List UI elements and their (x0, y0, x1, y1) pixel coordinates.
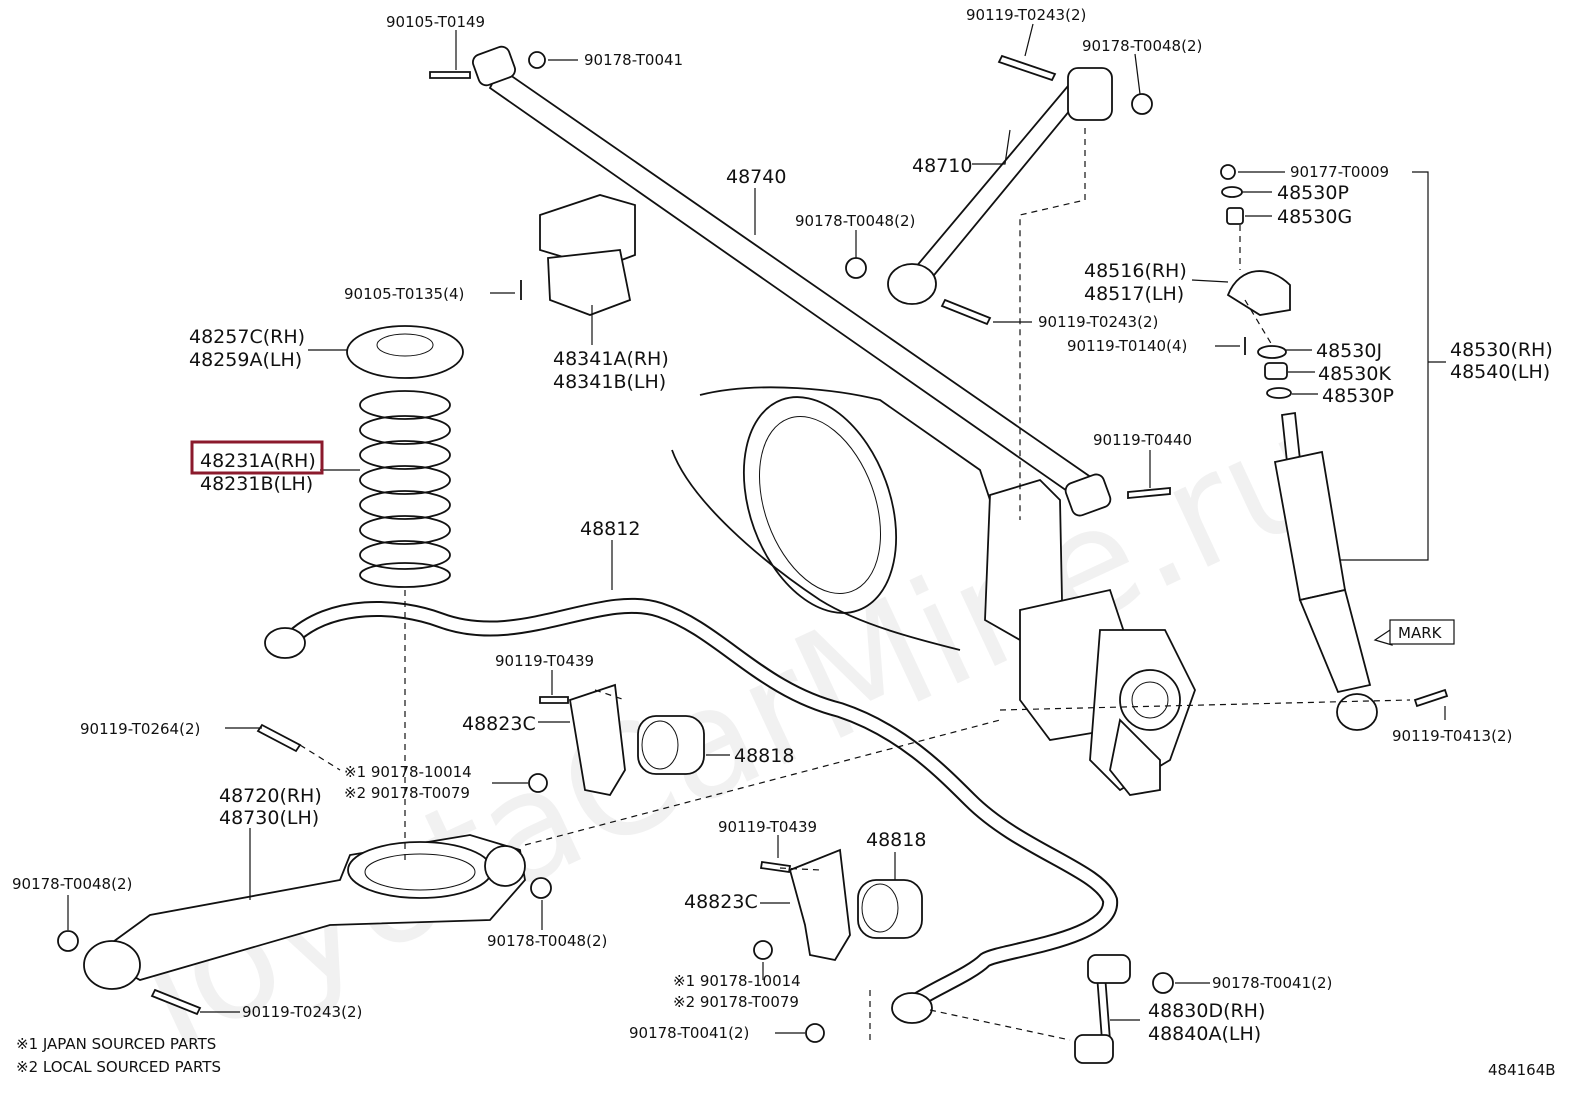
stabilizer-bushings (568, 683, 923, 962)
label-48259A-LH[interactable]: 48259A(LH) (189, 349, 302, 371)
label-48516-RH[interactable]: 48516(RH) (1084, 260, 1187, 282)
label-90119-T0264[interactable]: 90119-T0264(2) (80, 720, 200, 738)
label-48720-RH[interactable]: 48720(RH) (219, 785, 322, 807)
label-90178-T0048-top[interactable]: 90178-T0048(2) (1082, 37, 1202, 55)
label-48818-bot[interactable]: 48818 (866, 829, 926, 851)
label-90119-T0243-mid[interactable]: 90119-T0243(2) (1038, 313, 1158, 331)
label-90178-T0048-mid[interactable]: 90178-T0048(2) (795, 212, 915, 230)
label-48517-LH[interactable]: 48517(LH) (1084, 283, 1184, 305)
label-48530K[interactable]: 48530K (1318, 363, 1391, 385)
label-48530G[interactable]: 48530G (1277, 206, 1352, 228)
label-48530P-top[interactable]: 48530P (1277, 182, 1349, 204)
label-90178-T0041[interactable]: 90178-T0041 (584, 51, 683, 69)
spring-seat-48257C (346, 325, 464, 379)
arm-48710 (887, 67, 1113, 305)
label-48818-top[interactable]: 48818 (734, 745, 794, 767)
label-48530P-bot[interactable]: 48530P (1322, 385, 1394, 407)
label-90178-T0048-bot[interactable]: 90178-T0048(2) (487, 932, 607, 950)
label-48530-RH[interactable]: 48530(RH) (1450, 339, 1553, 361)
label-48823C-top[interactable]: 48823C (462, 713, 536, 735)
label-48730-LH[interactable]: 48730(LH) (219, 807, 319, 829)
label-90178-T0041-bot[interactable]: 90178-T0041(2) (629, 1024, 749, 1042)
bolts (150, 54, 1449, 1016)
label-48830D-RH[interactable]: 48830D(RH) (1148, 1000, 1265, 1022)
label-48823C-bot[interactable]: 48823C (684, 891, 758, 913)
mark-box (1389, 619, 1455, 645)
label-90177-T0009[interactable]: 90177-T0009 (1290, 163, 1389, 181)
nuts (57, 51, 1236, 1043)
label-48540-LH[interactable]: 48540(LH) (1450, 361, 1550, 383)
label-ref2-90178-T0079-bot[interactable]: ※2 90178-T0079 (673, 993, 799, 1011)
label-90178-T0048-left[interactable]: 90178-T0048(2) (12, 875, 132, 893)
label-48231B-LH[interactable]: 48231B(LH) (200, 473, 313, 495)
label-90119-T0243-top[interactable]: 90119-T0243(2) (966, 6, 1086, 24)
label-48341B-LH[interactable]: 48341B(LH) (553, 371, 666, 393)
label-90119-T0243-bot[interactable]: 90119-T0243(2) (242, 1003, 362, 1021)
label-48530J[interactable]: 48530J (1316, 340, 1382, 362)
label-48812[interactable]: 48812 (580, 518, 640, 540)
label-90105-T0149[interactable]: 90105-T0149 (386, 13, 485, 31)
part-labels: 90105-T0149 90178-T0041 90119-T0243(2) 9… (12, 6, 1553, 1045)
footnote-japan-sourced: ※1 JAPAN SOURCED PARTS (16, 1035, 216, 1053)
label-48840A-LH[interactable]: 48840A(LH) (1148, 1023, 1261, 1045)
label-48341A-RH[interactable]: 48341A(RH) (553, 348, 669, 370)
coil-spring-48231A (359, 390, 451, 588)
label-ref2-90178-T0079-top[interactable]: ※2 90178-T0079 (344, 784, 470, 802)
lower-arm-48720 (83, 834, 526, 990)
stabilizer-link-48830D (1074, 954, 1131, 1064)
label-48740[interactable]: 48740 (726, 166, 786, 188)
bracket-48341 (539, 194, 636, 316)
label-90119-T0440[interactable]: 90119-T0440 (1093, 431, 1192, 449)
label-mark[interactable]: MARK (1398, 624, 1443, 642)
assembly-lines (299, 128, 1411, 1041)
drawing-artwork (57, 23, 1449, 1064)
label-48710[interactable]: 48710 (912, 155, 972, 177)
shock-absorber-48530 (1221, 186, 1378, 731)
label-ref1-90178-10014-bot[interactable]: ※1 90178-10014 (673, 972, 801, 990)
drawing-number: 484164B (1488, 1061, 1556, 1079)
leader-lines (67, 23, 1446, 1034)
label-48257C-RH[interactable]: 48257C(RH) (189, 326, 305, 348)
label-48231A-RH[interactable]: 48231A(RH) (200, 450, 316, 472)
footer: ※1 JAPAN SOURCED PARTS ※2 LOCAL SOURCED … (16, 1035, 1556, 1079)
label-90178-T0041-right[interactable]: 90178-T0041(2) (1212, 974, 1332, 992)
stabilizer-bar-48812 (264, 597, 1118, 1024)
label-90119-T0140[interactable]: 90119-T0140(4) (1067, 337, 1187, 355)
footnote-local-sourced: ※2 LOCAL SOURCED PARTS (16, 1058, 221, 1076)
highlight-box-48231A (190, 440, 324, 475)
label-ref1-90178-10014-top[interactable]: ※1 90178-10014 (344, 763, 472, 781)
label-90105-T0135[interactable]: 90105-T0135(4) (344, 285, 464, 303)
label-90119-T0439-top[interactable]: 90119-T0439 (495, 652, 594, 670)
lateral-rod-48740 (472, 45, 1112, 517)
label-90119-T0439-bot[interactable]: 90119-T0439 (718, 818, 817, 836)
label-90119-T0413[interactable]: 90119-T0413(2) (1392, 727, 1512, 745)
